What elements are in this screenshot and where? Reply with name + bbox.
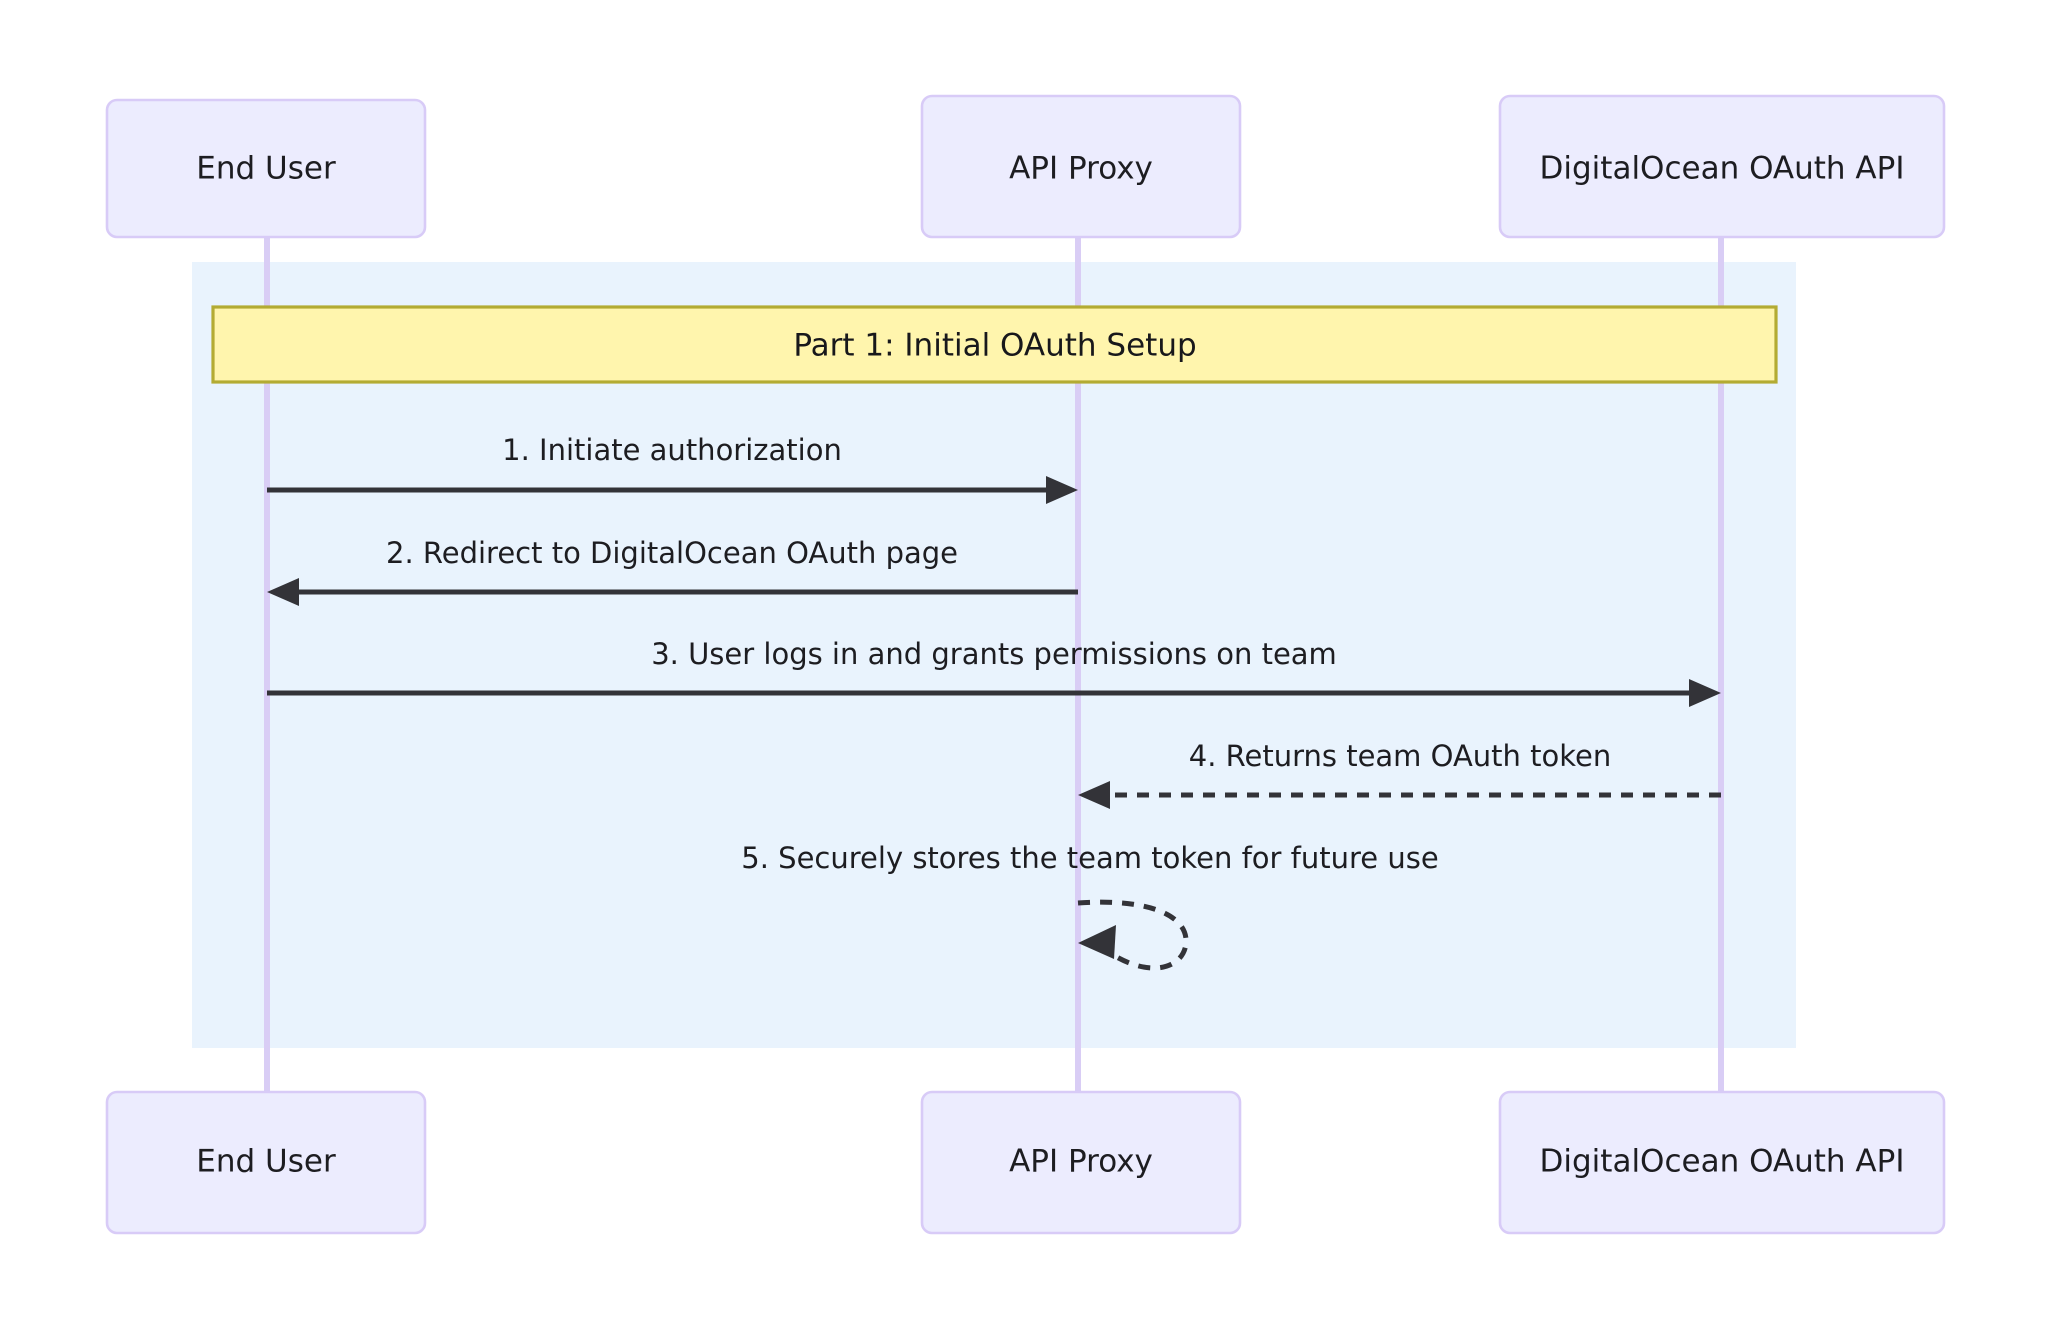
message-5: 5. Securely stores the team token for fu… <box>741 841 1439 971</box>
actor-label-end-user-top: End User <box>196 151 336 187</box>
actor-box-api-proxy-bottom[interactable] <box>920 1090 1242 1235</box>
note-box-part-1 <box>211 305 1778 384</box>
actor-box-end-user-top[interactable] <box>105 98 427 239</box>
actor-bottom-api-proxy[interactable]: API Proxy <box>920 1090 1242 1235</box>
message-2-arrowhead <box>267 578 299 606</box>
actor-label-api-proxy-top: API Proxy <box>1009 151 1153 187</box>
actor-top-end-user[interactable]: End User <box>105 98 427 239</box>
actor-bottom-end-user[interactable]: End User <box>105 1090 427 1235</box>
message-2-label: 2. Redirect to DigitalOcean OAuth page <box>386 536 958 570</box>
message-1: 1. Initiate authorization <box>267 433 1078 504</box>
actor-box-api-proxy-top[interactable] <box>920 94 1242 239</box>
message-1-label: 1. Initiate authorization <box>502 433 842 467</box>
message-4: 4. Returns team OAuth token <box>1078 739 1721 809</box>
actor-label-end-user-bottom: End User <box>196 1144 336 1180</box>
actor-label-api-proxy-bottom: API Proxy <box>1009 1144 1153 1180</box>
actor-box-end-user-bottom[interactable] <box>105 1090 427 1235</box>
actor-bottom-digitalocean-oauth-api[interactable]: DigitalOcean OAuth API <box>1498 1090 1946 1235</box>
message-3-label: 3. User logs in and grants permissions o… <box>651 637 1337 671</box>
message-3-arrowhead <box>1689 679 1721 707</box>
actor-top-digitalocean-oauth-api[interactable]: DigitalOcean OAuth API <box>1498 94 1946 239</box>
message-1-arrowhead <box>1046 476 1078 504</box>
note-label-part-1: Part 1: Initial OAuth Setup <box>793 328 1196 364</box>
message-5-label: 5. Securely stores the team token for fu… <box>741 841 1438 875</box>
message-4-arrowhead <box>1078 781 1110 809</box>
actor-label-digitalocean-oauth-api-bottom: DigitalOcean OAuth API <box>1540 1144 1905 1180</box>
message-2: 2. Redirect to DigitalOcean OAuth page <box>267 536 1078 606</box>
actor-top-api-proxy[interactable]: API Proxy <box>920 94 1242 239</box>
frame-note-part-1: Part 1: Initial OAuth Setup <box>211 305 1778 384</box>
message-3: 3. User logs in and grants permissions o… <box>267 637 1721 707</box>
actor-box-digitalocean-oauth-api-top[interactable] <box>1498 94 1946 239</box>
actor-label-digitalocean-oauth-api-top: DigitalOcean OAuth API <box>1540 151 1905 187</box>
message-4-label: 4. Returns team OAuth token <box>1189 739 1612 773</box>
message-5-arrowhead <box>1078 925 1116 959</box>
frame-background <box>192 262 1796 1048</box>
actor-box-digitalocean-oauth-api-bottom[interactable] <box>1498 1090 1946 1235</box>
